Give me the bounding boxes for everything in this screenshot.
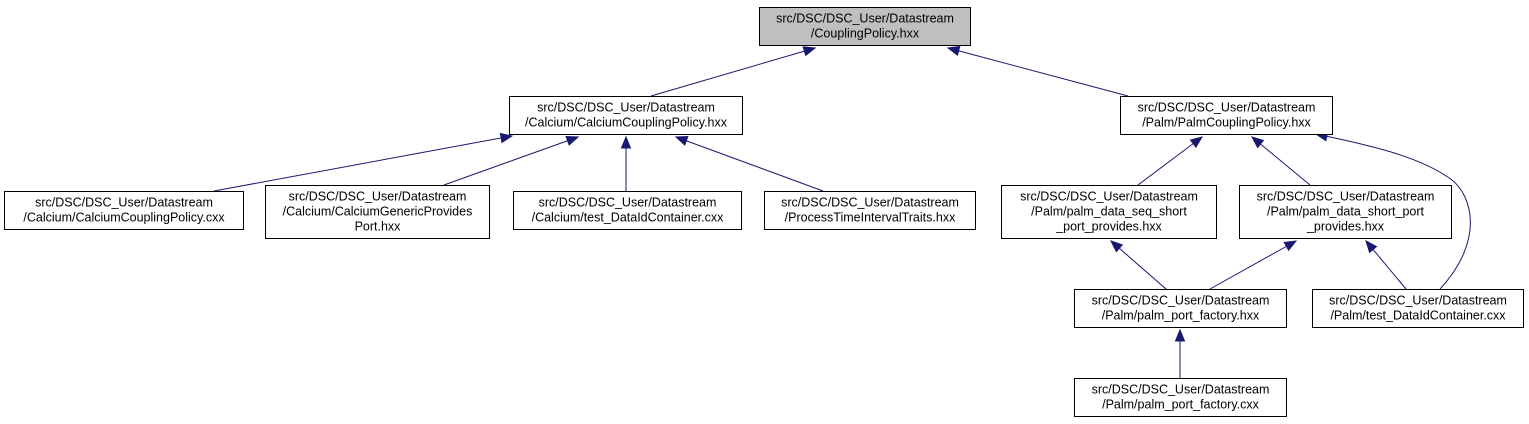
node-label-line: /ProcessTimeIntervalTraits.hxx (785, 211, 956, 225)
node-process-time-interval-traits[interactable]: src/DSC/DSC_User/Datastream/ProcessTimeI… (764, 191, 976, 230)
node-palm-port-factory-cxx[interactable]: src/DSC/DSC_User/Datastream/Palm/palm_po… (1074, 378, 1287, 417)
edge-palm-data-short-port-provides-to-palm-coupling-policy-hxx (1250, 136, 1311, 186)
edges-layer (213, 45, 1471, 378)
node-label-line: src/DSC/DSC_User/Datastream (539, 196, 717, 210)
node-calcium-coupling-policy-hxx[interactable]: src/DSC/DSC_User/Datastream/Calcium/Calc… (509, 96, 743, 135)
edge-palm-data-seq-short-port-provides-to-palm-coupling-policy-hxx (1137, 136, 1204, 186)
node-label-line: src/DSC/DSC_User/Datastream (781, 196, 959, 210)
edge-line (1209, 240, 1297, 290)
node-label-line: /Palm/test_DataIdContainer.cxx (1330, 309, 1506, 323)
node-label-line: /Palm/PalmCouplingPolicy.hxx (1142, 116, 1311, 130)
node-label-line: src/DSC/DSC_User/Datastream (537, 101, 715, 115)
node-box (1001, 185, 1217, 239)
node-box (1074, 289, 1287, 328)
node-calcium-coupling-policy-cxx[interactable]: src/DSC/DSC_User/Datastream/Calcium/Calc… (4, 191, 244, 230)
edge-line (1251, 136, 1311, 186)
edge-palm-coupling-policy-hxx-to-coupling-policy-hxx (946, 45, 1129, 97)
node-label-line: /Palm/palm_port_factory.hxx (1102, 309, 1260, 323)
arrowhead-icon (674, 136, 689, 146)
node-box (1120, 96, 1333, 135)
node-label-line: src/DSC/DSC_User/Datastream (1020, 190, 1198, 204)
node-label-line: src/DSC/DSC_User/Datastream (289, 190, 467, 204)
nodes-layer: src/DSC/DSC_User/Datastream/CouplingPoli… (4, 7, 1524, 417)
edge-palm-test-dataid-container-to-palm-data-short-port-provides (1365, 239, 1407, 290)
node-box (764, 191, 976, 230)
edge-calcium-generic-provides-port-to-calcium-coupling-policy-hxx (443, 135, 580, 186)
node-box (1312, 289, 1524, 328)
node-box (1239, 185, 1452, 239)
node-label-line: /CouplingPolicy.hxx (811, 27, 920, 41)
node-label-line: src/DSC/DSC_User/Datastream (35, 196, 213, 210)
node-palm-port-factory-hxx[interactable]: src/DSC/DSC_User/Datastream/Palm/palm_po… (1074, 289, 1287, 328)
node-box (4, 191, 244, 230)
edge-line (650, 47, 816, 97)
edge-line (443, 136, 579, 186)
node-label-line: /Palm/palm_port_factory.cxx (1102, 398, 1260, 412)
edge-palm-port-factory-hxx-to-palm-data-short-port-provides (1209, 240, 1298, 290)
arrowhead-icon (1365, 239, 1378, 254)
node-label-line: /Calcium/test_DataIdContainer.cxx (532, 211, 725, 225)
arrowhead-icon (1174, 328, 1186, 342)
edge-calcium-coupling-policy-hxx-to-coupling-policy-hxx (650, 46, 817, 97)
node-label-line: /Palm/palm_data_short_port (1267, 205, 1425, 219)
edge-line (213, 135, 513, 192)
arrowhead-icon (565, 135, 580, 146)
node-palm-coupling-policy-hxx[interactable]: src/DSC/DSC_User/Datastream/Palm/PalmCou… (1120, 96, 1333, 135)
edge-calcium-test-dataid-container-to-calcium-coupling-policy-hxx (620, 135, 632, 191)
node-label-line: src/DSC/DSC_User/Datastream (776, 12, 954, 26)
node-palm-data-short-port-provides[interactable]: src/DSC/DSC_User/Datastream/Palm/palm_da… (1239, 185, 1452, 239)
edge-process-time-interval-traits-to-calcium-coupling-policy-hxx (674, 136, 824, 192)
node-label-line: src/DSC/DSC_User/Datastream (1092, 383, 1270, 397)
node-label-line: _port_provides.hxx (1055, 220, 1162, 234)
edge-line (1315, 133, 1471, 290)
arrowhead-icon (802, 46, 817, 57)
edge-palm-port-factory-hxx-to-palm-data-seq-short-port-provides (1110, 240, 1167, 290)
node-label-line: Port.hxx (355, 220, 402, 234)
node-palm-data-seq-short-port-provides[interactable]: src/DSC/DSC_User/Datastream/Palm/palm_da… (1001, 185, 1217, 239)
arrowhead-icon (620, 135, 632, 149)
node-calcium-generic-provides-port[interactable]: src/DSC/DSC_User/Datastream/Calcium/Calc… (265, 185, 490, 239)
node-label-line: /Palm/palm_data_seq_short (1031, 205, 1187, 219)
node-label-line: src/DSC/DSC_User/Datastream (1329, 294, 1507, 308)
edge-calcium-coupling-policy-cxx-to-calcium-coupling-policy-hxx (213, 132, 514, 192)
node-palm-test-dataid-container[interactable]: src/DSC/DSC_User/Datastream/Palm/test_Da… (1312, 289, 1524, 328)
node-label-line: src/DSC/DSC_User/Datastream (1092, 294, 1270, 308)
edge-line (1137, 136, 1203, 186)
node-coupling-policy-hxx[interactable]: src/DSC/DSC_User/Datastream/CouplingPoli… (759, 7, 971, 46)
arrowhead-icon (499, 132, 514, 144)
node-label-line: src/DSC/DSC_User/Datastream (1257, 190, 1435, 204)
node-box (265, 185, 490, 239)
node-calcium-test-dataid-container[interactable]: src/DSC/DSC_User/Datastream/Calcium/test… (513, 191, 742, 230)
arrowhead-icon (1250, 136, 1265, 149)
arrowhead-icon (1283, 240, 1298, 252)
edge-line (947, 47, 1129, 97)
node-box (509, 96, 743, 135)
edge-line (675, 136, 824, 192)
node-box (513, 191, 742, 230)
edge-line (1110, 240, 1167, 290)
arrowhead-icon (1110, 240, 1124, 253)
node-label-line: /Calcium/CalciumGenericProvides (283, 205, 473, 219)
node-box (759, 7, 971, 46)
node-label-line: src/DSC/DSC_User/Datastream (1138, 101, 1316, 115)
node-label-line: /Calcium/CalciumCouplingPolicy.hxx (525, 116, 728, 130)
edge-palm-port-factory-cxx-to-palm-port-factory-hxx (1174, 328, 1186, 378)
arrowhead-icon (1189, 136, 1204, 149)
node-box (1074, 378, 1287, 417)
node-label-line: /Calcium/CalciumCouplingPolicy.cxx (23, 211, 225, 225)
node-label-line: _provides.hxx (1306, 220, 1385, 234)
arrowhead-icon (946, 45, 961, 57)
